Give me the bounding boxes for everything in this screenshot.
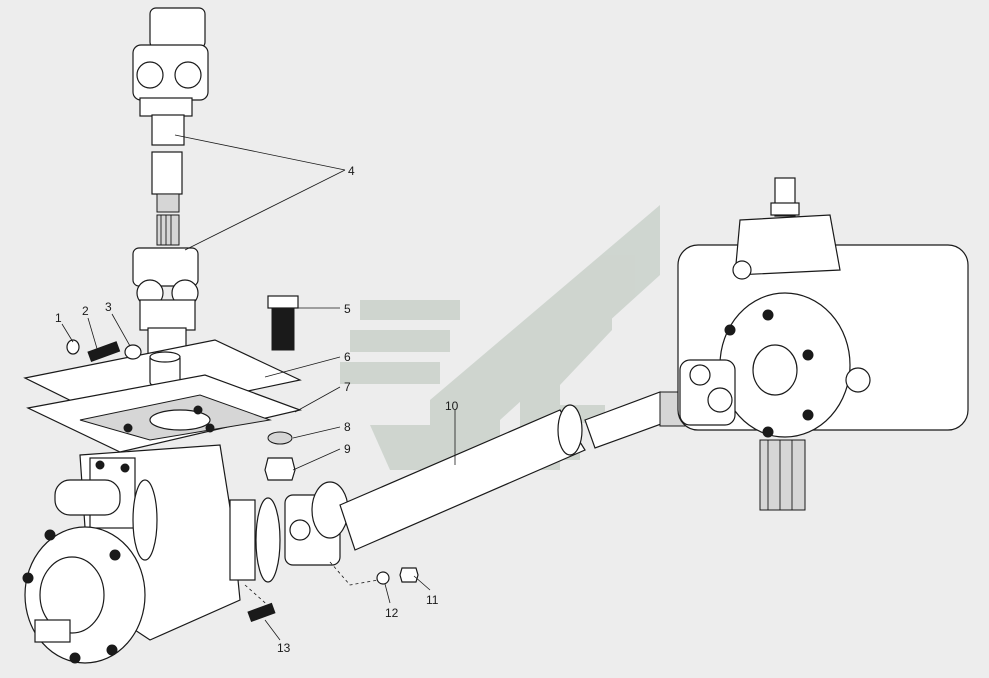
callout-10: 10 <box>445 399 459 413</box>
upper-cardan-joint <box>132 7 209 146</box>
callout-13: 13 <box>277 641 291 655</box>
fasteners <box>66 295 419 623</box>
steering-gear <box>677 177 969 511</box>
callout-4: 4 <box>348 164 355 178</box>
callout-8: 8 <box>344 420 351 434</box>
callout-1: 1 <box>55 311 62 325</box>
callout-6: 6 <box>344 350 351 364</box>
callout-2: 2 <box>82 304 89 318</box>
callout-11: 11 <box>426 593 439 607</box>
callout-labels: 1 2 3 4 5 6 7 8 9 10 11 12 13 <box>55 164 459 655</box>
leader-lines <box>61 134 456 641</box>
callout-5: 5 <box>344 302 351 316</box>
splined-shaft <box>151 151 183 246</box>
callout-12: 12 <box>385 606 399 620</box>
callout-9: 9 <box>344 442 351 456</box>
callout-7: 7 <box>344 380 351 394</box>
lower-cardan-joint <box>132 247 199 359</box>
mounting-flange <box>26 374 303 453</box>
reducer-housing <box>22 444 281 664</box>
callout-3: 3 <box>105 300 112 314</box>
